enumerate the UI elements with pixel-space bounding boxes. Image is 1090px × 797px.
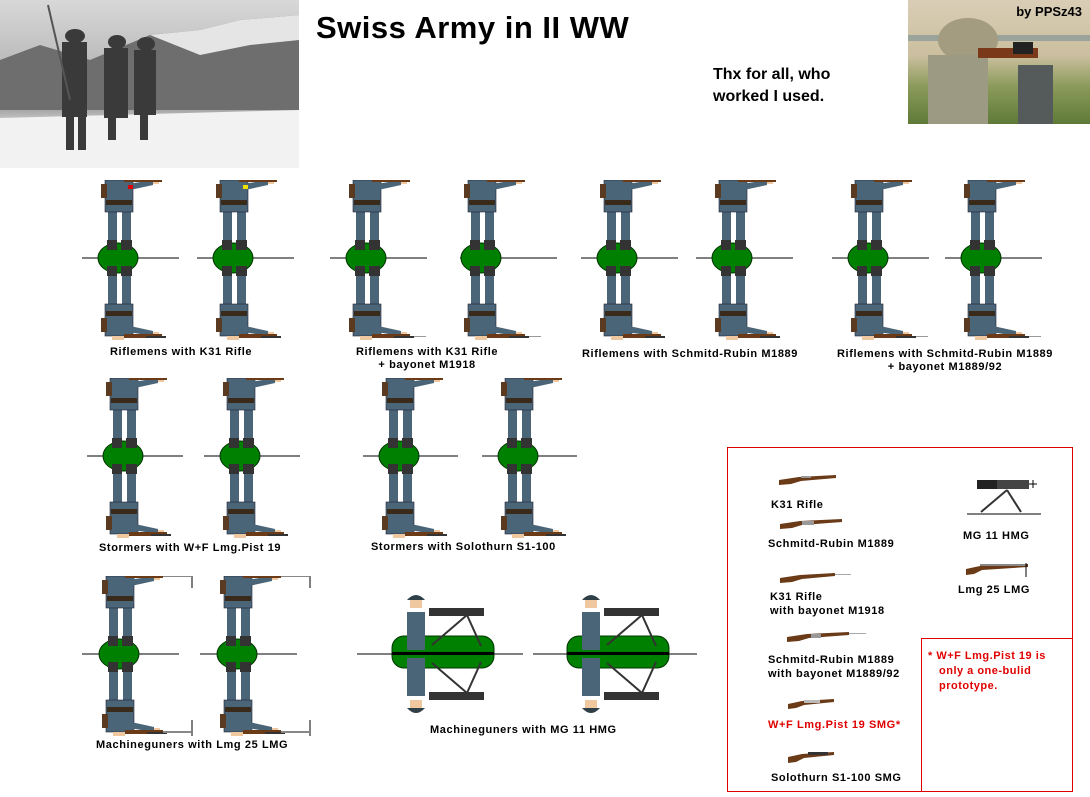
figure-pair	[363, 378, 577, 538]
legend-label-solothurn: Solothurn S1-100 SMG	[771, 772, 902, 784]
group-caption-line-1: Riflemens with Schmitd-Rubin M1889	[837, 348, 1053, 360]
group-caption-line-1: Riflemens with K31 Rifle	[356, 346, 499, 358]
unit-group-solothurn-s1-100: Stormers with Solothurn S1-100	[363, 378, 593, 558]
mg-team-1	[391, 595, 495, 713]
figure-pair	[357, 595, 697, 713]
schmidt-rubin-icon	[780, 519, 842, 529]
author-byline: by PPSz43	[1016, 4, 1082, 19]
k31-rifle-icon	[779, 475, 836, 485]
figure-pair	[82, 180, 294, 340]
prototype-note-box: * W+F Lmg.Pist 19 is only a one-bulid pr…	[921, 638, 1073, 792]
unit-group-k31-bayonet: Riflemens with K31 Rifle + bayonet M1918	[330, 180, 560, 375]
figure-pair	[581, 180, 793, 340]
header-photo-left	[0, 0, 299, 168]
legend-label-k31-bayonet: K31 Rifle with bayonet M1918	[770, 590, 885, 618]
weapons-legend	[727, 447, 1073, 792]
note-line-1: * W+F Lmg.Pist 19 is	[928, 650, 1046, 662]
solothurn-s1-100-icon	[788, 752, 834, 763]
legend-label-schmidt-rubin: Schmitd-Rubin M1889	[768, 538, 895, 550]
note-line-3: prototype.	[939, 680, 998, 692]
group-caption: Machineguners with MG 11 HMG	[430, 724, 617, 736]
k31-bayonet-icon	[780, 573, 851, 583]
unit-group-wf-lmg-pist-19: Stormers with W+F Lmg.Pist 19	[87, 378, 317, 558]
soldiers-mountain-illustration	[0, 4, 299, 168]
figure-pair	[832, 180, 1042, 340]
soldier-aiming-illustration	[908, 18, 1090, 124]
group-caption: Machineguners with Lmg 25 LMG	[96, 739, 289, 751]
mg-11-hmg-icon	[967, 480, 1041, 515]
legend-label-mg-11: MG 11 HMG	[963, 530, 1030, 542]
page-title: Swiss Army in II WW	[316, 10, 630, 45]
schmidt-rubin-bayonet-icon	[787, 632, 866, 642]
unit-group-k31: Riflemens with K31 Rifle	[82, 180, 312, 365]
prototype-note: * W+F Lmg.Pist 19 is only a one-bulid pr…	[922, 639, 1072, 694]
group-caption: Stormers with W+F Lmg.Pist 19	[99, 542, 282, 554]
figure-pair	[87, 378, 300, 538]
group-caption: Riflemens with Schmitd-Rubin M1889 + bay…	[837, 348, 1053, 374]
group-caption: Riflemens with K31 Rifle	[110, 346, 253, 358]
wf-lmg-pist-19-icon	[788, 699, 834, 709]
unit-group-schmidt-rubin-bayonet: Riflemens with Schmitd-Rubin M1889 + bay…	[832, 180, 1090, 375]
header-photo-right: by PPSz43	[908, 0, 1090, 124]
group-caption: Riflemens with Schmitd-Rubin M1889	[582, 348, 798, 360]
thanks-note: Thx for all, who worked I used.	[713, 64, 830, 108]
thanks-line-2: worked I used.	[713, 88, 825, 105]
unit-group-mg-11: Machineguners with MG 11 HMG	[357, 590, 697, 740]
legend-label-wf-lmg-pist-19: W+F Lmg.Pist 19 SMG*	[768, 719, 901, 731]
lmg-25-icon	[966, 563, 1028, 577]
legend-label-line-1: Schmitd-Rubin M1889	[768, 654, 895, 666]
group-caption-line-2: + bayonet M1918	[378, 359, 476, 371]
legend-label-line-2: with bayonet M1918	[770, 605, 885, 617]
legend-label-k31: K31 Rifle	[771, 499, 824, 511]
legend-label-schmidt-rubin-bayonet: Schmitd-Rubin M1889 with bayonet M1889/9…	[768, 653, 900, 681]
unit-group-lmg-25: Machineguners with Lmg 25 LMG	[82, 576, 312, 756]
unit-group-schmidt-rubin: Riflemens with Schmitd-Rubin M1889	[581, 180, 831, 365]
note-line-2: only a one-bulid	[939, 665, 1032, 677]
legend-label-line-2: with bayonet M1889/92	[768, 668, 900, 680]
group-caption: Riflemens with K31 Rifle + bayonet M1918	[356, 346, 498, 372]
legend-label-lmg-25: Lmg 25 LMG	[958, 584, 1031, 596]
mg-team-2	[566, 595, 670, 713]
group-caption: Stormers with Solothurn S1-100	[371, 541, 556, 553]
legend-label-line-1: K31 Rifle	[770, 591, 823, 603]
figure-pair	[330, 180, 557, 340]
group-caption-line-2: + bayonet M1889/92	[887, 361, 1003, 373]
figure-pair	[82, 576, 311, 736]
thanks-line-1: Thx for all, who	[713, 66, 831, 83]
